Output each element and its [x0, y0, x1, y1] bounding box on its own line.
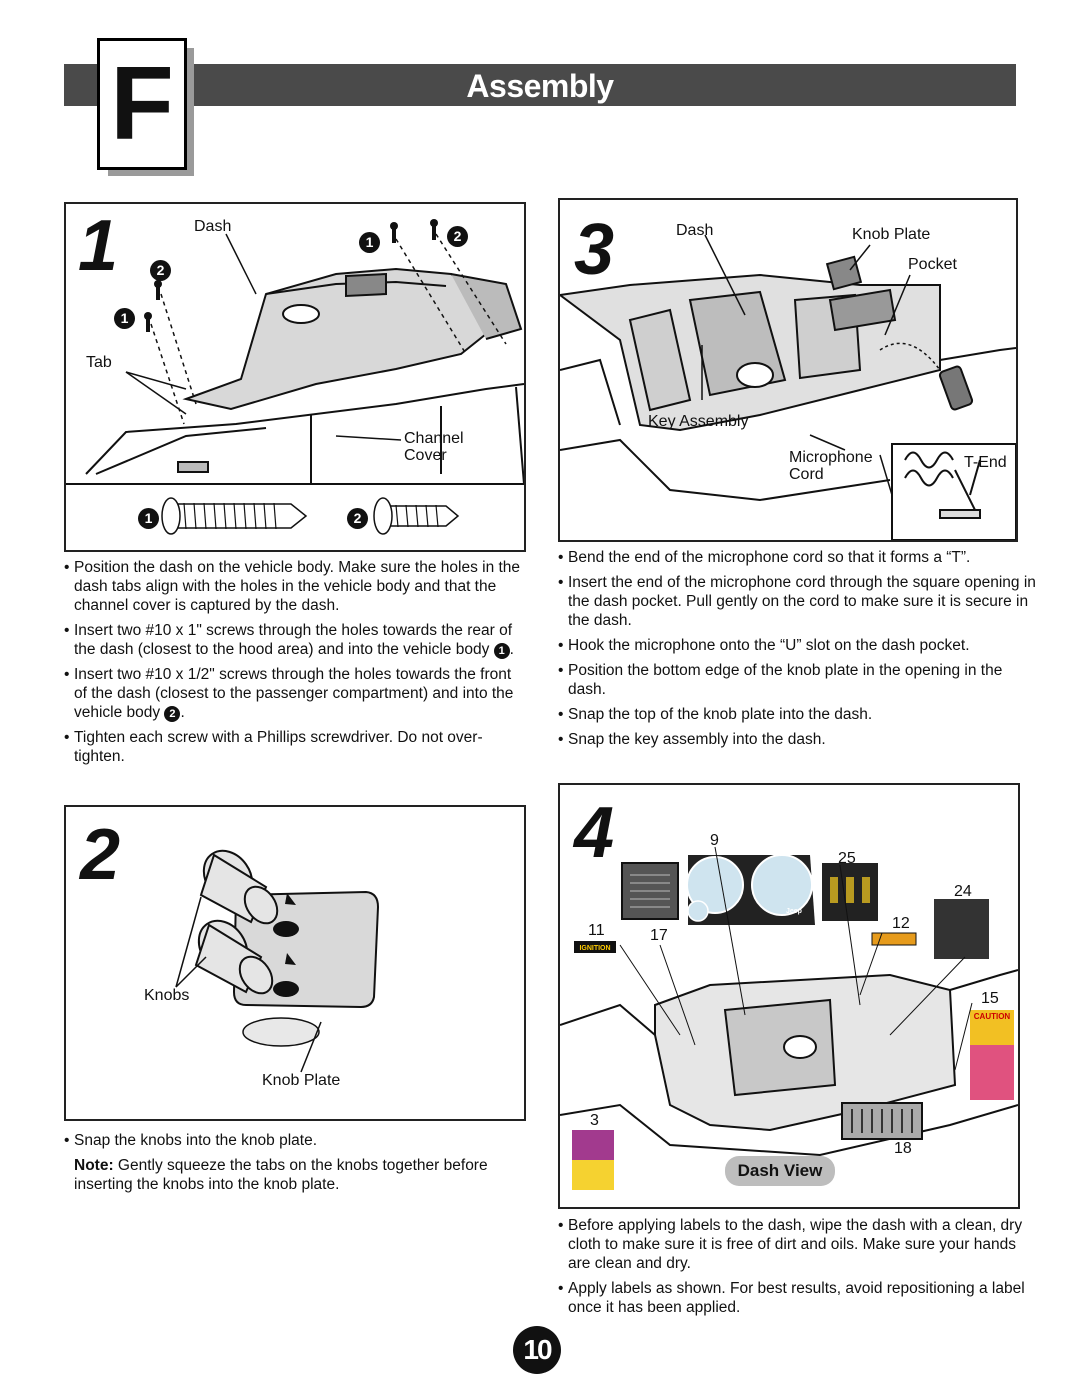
channel-label: Channel [404, 430, 464, 447]
bullet: •Hook the microphone onto the “U” slot o… [558, 637, 970, 654]
key-assembly-label: Key Assembly [648, 413, 749, 430]
page-number: 10 [513, 1326, 561, 1374]
step3-number: 3 [574, 210, 615, 290]
label-number-12: 12 [892, 915, 910, 932]
dash-view-label: Dash View [725, 1156, 835, 1186]
step4-panel: IGNITION Jeep CAUTION [558, 783, 1020, 1209]
step1-panel: 1 Dash Tab Channel Cover 2 1 1 2 1 2 [64, 202, 526, 552]
pocket-label: Pocket [908, 256, 957, 273]
label-number-15: 15 [981, 990, 999, 1007]
callout-2: 2 [447, 226, 468, 247]
screw-2-callout: 2 [347, 508, 368, 529]
step3-panel: 3 Dash Knob Plate Pocket Key Assembly Mi… [558, 198, 1018, 542]
step4-number: 4 [574, 793, 615, 873]
page-title: Assembly [466, 68, 614, 104]
step2-panel: 2 Knobs Knob Plate [64, 805, 526, 1121]
step4-instructions: •Before applying labels to the dash, wip… [558, 1216, 1028, 1323]
step1-instructions: •Position the dash on the vehicle body. … [64, 558, 526, 772]
bullet: •Position the dash on the vehicle body. … [64, 559, 521, 614]
section-letter: F [97, 38, 187, 170]
tab-label: Tab [86, 354, 112, 371]
ignition-sticker-text: IGNITION [579, 945, 610, 952]
bullet: •Bend the end of the microphone cord so … [558, 549, 971, 566]
cord-label: Cord [789, 466, 824, 483]
bullet: •Snap the knobs into the knob plate. [64, 1132, 318, 1149]
caution-sticker-text: CAUTION [974, 1012, 1011, 1021]
bullet: •Snap the top of the knob plate into the… [558, 706, 873, 723]
bullet: •Position the bottom edge of the knob pl… [558, 662, 1003, 698]
knobs-label: Knobs [144, 987, 190, 1004]
step4-illustration: IGNITION Jeep CAUTION [560, 846, 1018, 1190]
step2-instructions: •Snap the knobs into the knob plate. Not… [64, 1131, 526, 1200]
dash-label: Dash [676, 222, 714, 239]
label-number-25: 25 [838, 850, 856, 867]
bullet: •Insert the end of the microphone cord t… [558, 574, 1036, 629]
callout-2: 2 [164, 706, 181, 722]
callout-2: 2 [150, 260, 171, 281]
knob-plate-label: Knob Plate [262, 1072, 341, 1089]
bullet: •Before applying labels to the dash, wip… [558, 1217, 1023, 1272]
cover-label: Cover [404, 447, 447, 464]
label-number-18: 18 [894, 1140, 912, 1157]
bullet: •Insert two #10 x 1/2" screws through th… [64, 666, 514, 722]
step3-instructions: •Bend the end of the microphone cord so … [558, 548, 1038, 755]
label-number-9: 9 [710, 832, 719, 849]
step1-number: 1 [78, 206, 119, 286]
bullet: •Tighten each screw with a Phillips scre… [64, 729, 483, 765]
bullet: •Apply labels as shown. For best results… [558, 1280, 1025, 1316]
label-number-11: 11 [588, 922, 605, 939]
step2-number: 2 [80, 815, 121, 895]
header-bar [64, 64, 1016, 106]
step3-illustration [560, 234, 1016, 540]
bullet: •Insert two #10 x 1" screws through the … [64, 622, 514, 659]
callout-1: 1 [359, 232, 380, 253]
step1-illustration [66, 219, 524, 535]
t-end-label: T-End [964, 454, 1007, 471]
microphone-label: Microphone [789, 449, 873, 466]
callout-1: 1 [114, 308, 135, 329]
jeep-logo-text: Jeep [786, 908, 802, 915]
dash-label: Dash [194, 218, 232, 235]
bullet: •Snap the key assembly into the dash. [558, 731, 826, 748]
screw-1-callout: 1 [138, 508, 159, 529]
note: Note: Gently squeeze the tabs on the kno… [74, 1157, 488, 1193]
note-label: Note: [74, 1157, 114, 1174]
label-number-24: 24 [954, 883, 972, 900]
label-number-17: 17 [650, 927, 668, 944]
callout-1: 1 [493, 643, 510, 659]
label-number-3: 3 [590, 1112, 599, 1129]
knob-plate-label: Knob Plate [852, 226, 931, 243]
step2-illustration [175, 849, 380, 1073]
